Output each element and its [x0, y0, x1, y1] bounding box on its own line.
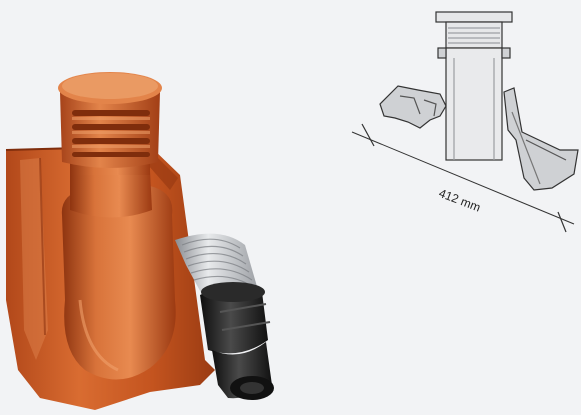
- tile-saddle: [61, 186, 176, 380]
- roof-vent-tile-photo: [5, 72, 274, 410]
- vent-cap: [58, 72, 162, 168]
- flexible-hose: [175, 233, 274, 400]
- cross-section-drawing: [351, 11, 579, 233]
- vent-stack: [70, 170, 152, 218]
